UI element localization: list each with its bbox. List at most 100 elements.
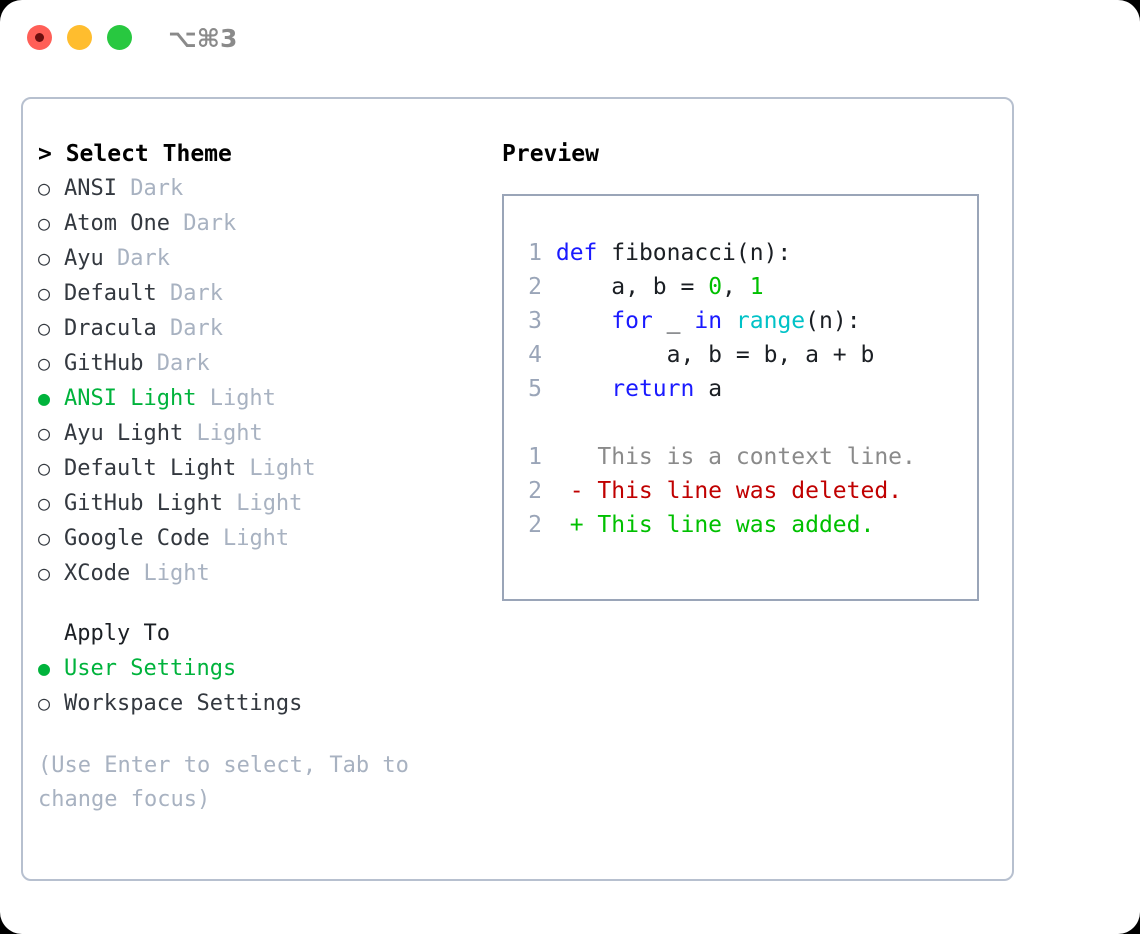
code-gutter-space: [542, 376, 556, 402]
close-button[interactable]: [27, 25, 52, 50]
code-line: 1 def fibonacci(n):: [516, 236, 916, 270]
theme-option-label: Ayu Light: [64, 421, 184, 446]
theme-option-label: ANSI Light: [64, 386, 197, 411]
radio-unselected-icon: ○: [38, 211, 51, 235]
code-line: 4 a, b = b, a + b: [516, 338, 916, 372]
code-token-kw: for: [611, 308, 653, 334]
apply-option-label: Workspace Settings: [64, 691, 303, 716]
code-token-txt: _: [652, 308, 695, 334]
theme-option-suffix: Light: [183, 421, 263, 446]
code-token-txt: a, b =: [555, 274, 709, 300]
theme-option-9[interactable]: ○GitHub Light Light: [38, 486, 488, 521]
preview-heading: Preview: [502, 141, 599, 167]
radio-unselected-icon: ○: [38, 421, 51, 445]
radio-unselected-icon: ○: [38, 176, 51, 200]
line-number: 2: [528, 274, 542, 300]
zoom-button[interactable]: [107, 25, 132, 50]
line-number: 1: [528, 444, 542, 470]
code-token-kw: return: [611, 376, 695, 402]
select-theme-heading: > Select Theme: [38, 141, 232, 167]
code-token-fn: range: [735, 308, 806, 334]
theme-option-suffix: Dark: [143, 351, 210, 376]
theme-option-7[interactable]: ○ Ayu Light Light: [38, 416, 488, 451]
theme-option-suffix: Dark: [116, 176, 184, 201]
apply-to-heading: Apply To: [64, 621, 170, 646]
code-line: 3 for _ in range(n):: [516, 304, 916, 338]
code-line: 5 return a: [516, 372, 916, 406]
theme-option-label: Google Code: [64, 526, 210, 551]
code-gutter-space: [542, 274, 556, 300]
apply-to-option-list[interactable]: ●User Settings ○ Workspace Settings: [38, 651, 488, 721]
diff-line-text: This is a context line.: [542, 444, 916, 470]
theme-option-suffix: Dark: [156, 281, 223, 306]
theme-option-list[interactable]: ○ANSI Dark○Atom One Dark○Ayu Dark○Defaul…: [38, 171, 488, 591]
code-blank-line: [516, 406, 916, 440]
code-gutter-space: [542, 308, 556, 334]
diff-line-ctx: 1 This is a context line.: [516, 440, 916, 474]
radio-unselected-icon: ○: [38, 246, 51, 270]
theme-picker-column: > Select Theme ○ANSI Dark○Atom One Dark○…: [38, 137, 488, 817]
theme-option-label: Default Light: [64, 456, 237, 481]
theme-option-3[interactable]: ○ Default Dark: [38, 276, 488, 311]
theme-option-label: ANSI: [64, 176, 117, 201]
theme-option-1[interactable]: ○ Atom One Dark: [38, 206, 488, 241]
radio-selected-icon: ●: [38, 386, 51, 410]
line-number: 5: [528, 376, 542, 402]
radio-unselected-icon: ○: [38, 561, 51, 585]
apply-option-0[interactable]: ●User Settings: [38, 651, 488, 686]
radio-selected-icon: ●: [38, 656, 51, 680]
code-token-num: 0: [708, 274, 723, 300]
line-number: 4: [528, 342, 542, 368]
theme-option-label: Default: [64, 281, 157, 306]
code-gutter-space: [542, 342, 556, 368]
code-line: 2 a, b = 0, 1: [516, 270, 916, 304]
theme-option-suffix: Light: [196, 386, 276, 411]
theme-option-11[interactable]: ○ XCode Light: [38, 556, 488, 591]
theme-option-2[interactable]: ○Ayu Dark: [38, 241, 488, 276]
apply-option-1[interactable]: ○ Workspace Settings: [38, 686, 488, 721]
theme-option-suffix: Light: [236, 456, 316, 481]
theme-option-0[interactable]: ○ ANSI Dark: [38, 171, 488, 206]
title-bar: ⌥⌘3: [0, 0, 1140, 78]
theme-option-4[interactable]: ○ Dracula Dark: [38, 311, 488, 346]
code-token-txt: [556, 376, 611, 402]
theme-option-5[interactable]: ○GitHub Dark: [38, 346, 488, 381]
diff-line-del: 2 - This line was deleted.: [516, 474, 916, 508]
code-token-txt: a: [694, 376, 723, 402]
theme-option-6[interactable]: ● ANSI Light Light: [38, 381, 488, 416]
content-panel: > Select Theme ○ANSI Dark○Atom One Dark○…: [21, 97, 1014, 881]
code-token-txt: a, b = b, a + b: [555, 342, 875, 368]
line-number: 3: [528, 308, 542, 334]
code-token-txt: [556, 308, 611, 334]
theme-option-suffix: Dark: [156, 316, 223, 341]
theme-option-suffix: Dark: [169, 211, 237, 236]
radio-unselected-icon: ○: [38, 456, 51, 480]
radio-unselected-icon: ○: [38, 316, 51, 340]
radio-unselected-icon: ○: [38, 526, 51, 550]
theme-option-label: GitHub: [64, 351, 144, 376]
diff-line-text: + This line was added.: [542, 512, 875, 538]
code-token-num: 1: [749, 274, 764, 300]
keyboard-shortcut-label: ⌥⌘3: [168, 24, 238, 53]
traffic-lights: [27, 25, 132, 50]
code-token-txt: (n):: [805, 308, 861, 334]
minimize-button[interactable]: [67, 25, 92, 50]
line-number: 2: [528, 478, 542, 504]
theme-option-label: Atom One: [64, 211, 170, 236]
radio-unselected-icon: ○: [38, 491, 51, 515]
radio-unselected-icon: ○: [38, 281, 51, 305]
diff-line-text: - This line was deleted.: [542, 478, 903, 504]
radio-unselected-icon: ○: [38, 691, 51, 715]
theme-option-8[interactable]: ○ Default Light Light: [38, 451, 488, 486]
line-number: 1: [528, 240, 542, 266]
theme-option-suffix: Dark: [103, 246, 170, 271]
theme-option-suffix: Light: [130, 561, 210, 586]
theme-option-10[interactable]: ○ Google Code Light: [38, 521, 488, 556]
theme-option-label: XCode: [64, 561, 131, 586]
theme-option-label: Dracula: [64, 316, 157, 341]
code-token-kw: in: [694, 308, 723, 334]
theme-option-suffix: Light: [209, 526, 290, 551]
code-gutter-space: [542, 240, 556, 266]
